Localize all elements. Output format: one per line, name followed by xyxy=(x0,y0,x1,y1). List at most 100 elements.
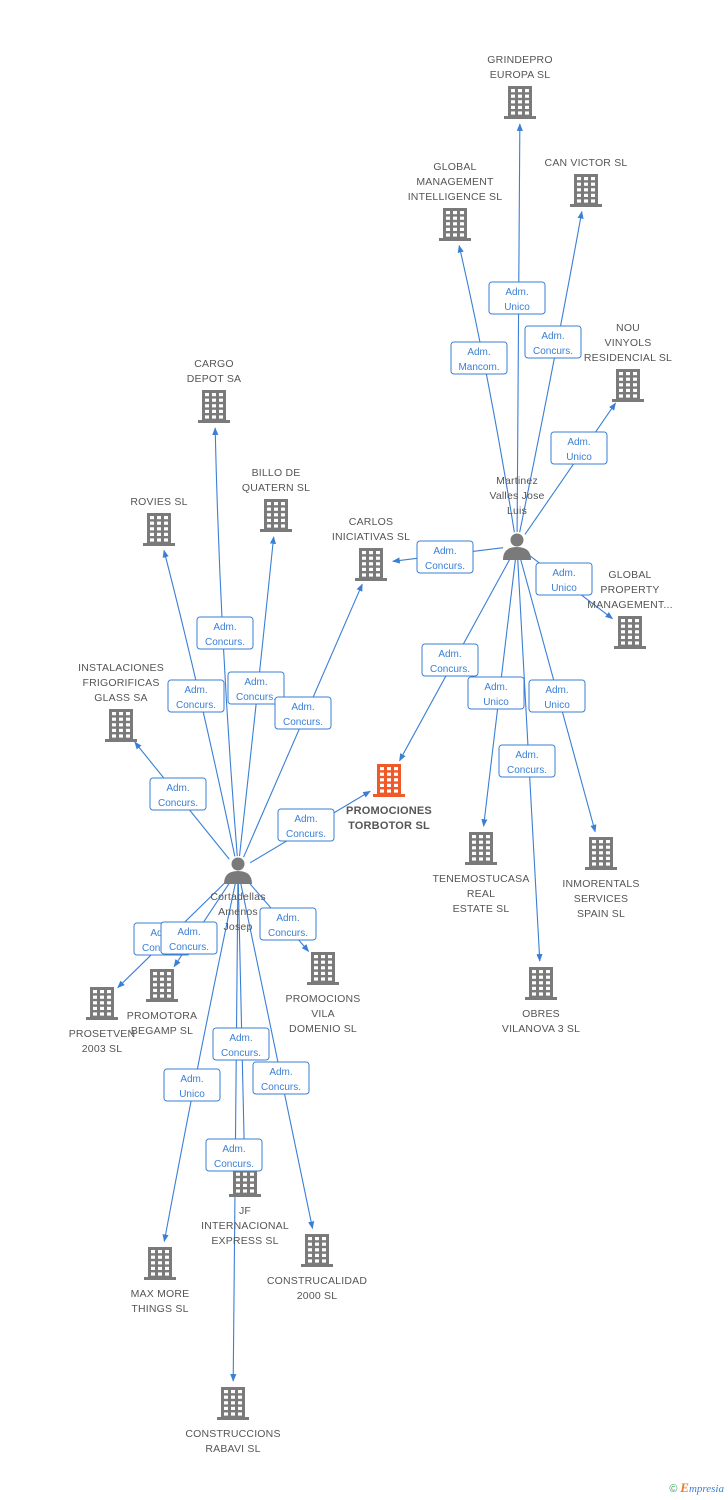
edge-label-box xyxy=(498,744,556,778)
edge-label-martinez-to-tenemos[interactable]: Adm.Unico xyxy=(467,676,525,710)
edge-label-text: Concurs. xyxy=(205,637,245,648)
edge-label-cortadellas-to-jf[interactable]: Adm.Concurs. xyxy=(212,1027,270,1061)
edge-label-text: Concurs. xyxy=(425,561,465,572)
edge-label-text: Concurs. xyxy=(283,717,323,728)
node-label: FRIGORIFICAS xyxy=(82,677,159,689)
node-global_prop[interactable]: GLOBALPROPERTYMANAGEMENT... xyxy=(587,569,673,649)
node-label: TENEMOSTUCASA xyxy=(432,873,529,885)
edge-label-box xyxy=(274,696,332,730)
edge-label-cortadellas-to-promocions_vila[interactable]: Adm.Concurs. xyxy=(259,907,317,941)
edge-label-martinez-to-nou_vinyols[interactable]: Adm.Unico xyxy=(550,431,608,465)
node-label: SPAIN SL xyxy=(577,908,625,920)
edge-label-text: Concurs. xyxy=(236,692,276,703)
edge-martinez-to-global_mgmt xyxy=(457,244,515,533)
edge-label-martinez-to-can_victor[interactable]: Adm.Concurs. xyxy=(524,325,582,359)
node-label: THINGS SL xyxy=(131,1303,188,1315)
edge-label-text: Unico xyxy=(179,1089,205,1100)
edge-label-box xyxy=(205,1138,263,1172)
edge-label-text: Adm. xyxy=(244,677,267,688)
edge-label-cortadellas-to-construccions[interactable]: Adm.Concurs. xyxy=(205,1138,263,1172)
edge-label-text: Concurs. xyxy=(507,765,547,776)
node-label: REAL xyxy=(467,888,495,900)
node-label: PROSETVEN xyxy=(69,1028,136,1040)
edge-label-text: Unico xyxy=(551,583,577,594)
edge-cortadellas-to-max_more xyxy=(162,883,236,1243)
node-label: VINYOLS xyxy=(605,337,652,349)
node-label: CONSTRUCALIDAD xyxy=(267,1275,367,1287)
node-label: CONSTRUCCIONS xyxy=(185,1428,280,1440)
edge-label-box xyxy=(550,431,608,465)
edge-label-martinez-to-grindepro[interactable]: Adm.Unico xyxy=(488,281,546,315)
edge-label-text: Concurs. xyxy=(176,700,216,711)
edge-label-cortadellas-to-max_more[interactable]: Adm.Unico xyxy=(163,1068,221,1102)
edge-label-martinez-to-global_prop[interactable]: Adm.Unico xyxy=(535,562,593,596)
node-label: Josep xyxy=(223,921,252,933)
node-label: RABAVI SL xyxy=(205,1443,260,1455)
company-building-icon xyxy=(146,969,178,1002)
edge-label-martinez-to-carlos[interactable]: Adm. Concurs. xyxy=(416,540,474,574)
edge-label-martinez-to-inmorentals[interactable]: Adm.Unico xyxy=(528,679,586,713)
node-rovies[interactable]: ROVIES SL xyxy=(130,496,187,546)
edge-label-box xyxy=(227,671,285,705)
node-label: CARLOS xyxy=(349,516,393,528)
edge-label-text: Unico xyxy=(566,452,592,463)
company-building-icon xyxy=(585,837,617,870)
node-label: Valles Jose xyxy=(489,490,544,502)
company-building-icon xyxy=(105,709,137,742)
edge-label-box xyxy=(163,1068,221,1102)
company-building-icon xyxy=(86,987,118,1020)
edge-label-text: Adm. xyxy=(433,546,456,557)
edge-label-text: Adm. xyxy=(166,783,189,794)
edge-label-text: Adm. xyxy=(184,685,207,696)
edge-label-cortadellas-to-cargo[interactable]: Adm.Concurs. xyxy=(196,616,254,650)
edge-label-text: Unico xyxy=(504,302,530,313)
edge-label-cortadellas-to-construcalidad[interactable]: Adm.Concurs. xyxy=(252,1061,310,1095)
node-construccions[interactable]: CONSTRUCCIONS RABAVI SL xyxy=(185,1387,280,1455)
edge-label-text: Adm. xyxy=(229,1033,252,1044)
edge-label-cortadellas-to-promotora[interactable]: Adm.Concurs. xyxy=(160,921,218,955)
edge-label-text: Concurs. xyxy=(533,346,573,357)
edge-label-martinez-to-obres[interactable]: Adm.Concurs. xyxy=(498,744,556,778)
edge-label-text: Adm. xyxy=(291,702,314,713)
company-building-icon xyxy=(614,616,646,649)
edge-label-text: Unico xyxy=(483,697,509,708)
node-label: DOMENIO SL xyxy=(289,1023,357,1035)
edge-label-cortadellas-to-carlos[interactable]: Adm. Concurs. xyxy=(274,696,332,730)
node-label: NOU xyxy=(616,322,640,334)
edge-label-text: Adm. xyxy=(467,347,490,358)
edge-label-cortadellas-to-instalaciones[interactable]: Adm.Concurs. xyxy=(149,777,207,811)
node-label: VILANOVA 3 SL xyxy=(502,1023,580,1035)
edge-label-box xyxy=(524,325,582,359)
node-label: MANAGEMENT xyxy=(416,176,494,188)
company-building-icon xyxy=(504,86,536,119)
edge-martinez-to-grindepro xyxy=(516,123,523,533)
node-label: DEPOT SA xyxy=(187,373,242,385)
node-label: GRINDEPRO xyxy=(487,54,552,66)
edge-label-martinez-to-global_mgmt[interactable]: Adm.Mancom. xyxy=(450,341,508,375)
edge-label-cortadellas-to-rovies[interactable]: Adm. Concurs. xyxy=(167,679,225,713)
edge-label-cortadellas-to-billo[interactable]: Adm. Concurs. xyxy=(227,671,285,705)
edge-label-martinez-to-promociones[interactable]: Adm.Concurs. xyxy=(421,643,479,677)
node-label: GLOBAL xyxy=(608,569,651,581)
node-can_victor[interactable]: CAN VICTOR SL xyxy=(545,157,628,207)
edge-label-cortadellas-to-promociones[interactable]: Adm.Concurs. xyxy=(277,808,335,842)
